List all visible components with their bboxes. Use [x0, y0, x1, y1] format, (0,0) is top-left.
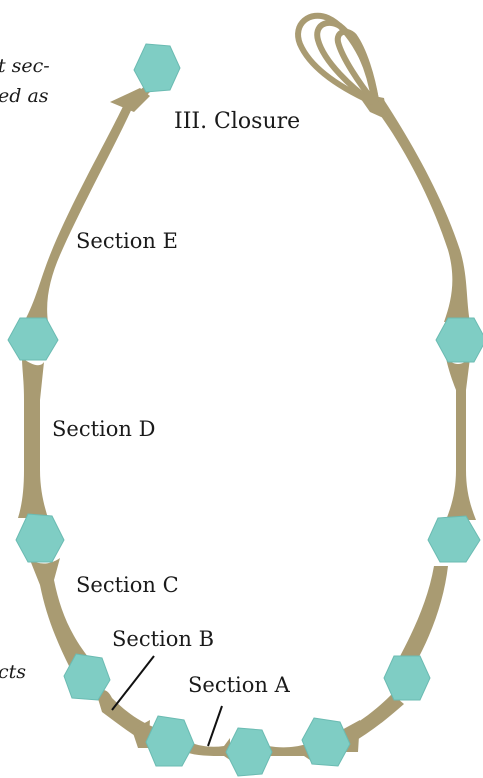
label-section-b: Section B [112, 627, 214, 651]
caption-fragment-bottom: cts [0, 661, 26, 683]
cord-section-a [186, 738, 230, 760]
caption-fragment-top-1: t sec- [0, 55, 50, 77]
cord [18, 80, 476, 760]
cord-right-lower [398, 566, 448, 666]
cord-right-vertical [446, 358, 476, 520]
beads [7, 43, 483, 777]
bead-bottom-3 [301, 717, 351, 767]
pointer-section-b [111, 655, 155, 711]
cord-section-e [24, 100, 133, 322]
bead-left-lower [63, 653, 111, 701]
bead-left-middle [15, 513, 65, 563]
label-section-d: Section D [52, 417, 155, 441]
label-section-c: Section C [76, 573, 179, 597]
cord-right-upper [372, 100, 470, 322]
cord-section-d [18, 358, 48, 518]
label-section-e: Section E [76, 229, 178, 253]
bead-right-upper [435, 317, 483, 363]
pointer-section-a [207, 705, 223, 747]
cord-section-c [30, 558, 92, 668]
bead-right-middle [427, 515, 481, 563]
label-section-a: Section A [188, 673, 291, 697]
bead-left-upper [7, 317, 59, 361]
caption-fragment-top-2: ed as [0, 85, 49, 107]
bead-bottom-1 [145, 715, 195, 767]
bead-bottom-center [225, 727, 273, 777]
label-closure: III. Closure [174, 109, 300, 134]
cord-top-arrow [110, 88, 150, 112]
bead-top-left-end [133, 43, 181, 93]
bead-right-lower [383, 655, 431, 701]
closure-loop [295, 12, 379, 105]
